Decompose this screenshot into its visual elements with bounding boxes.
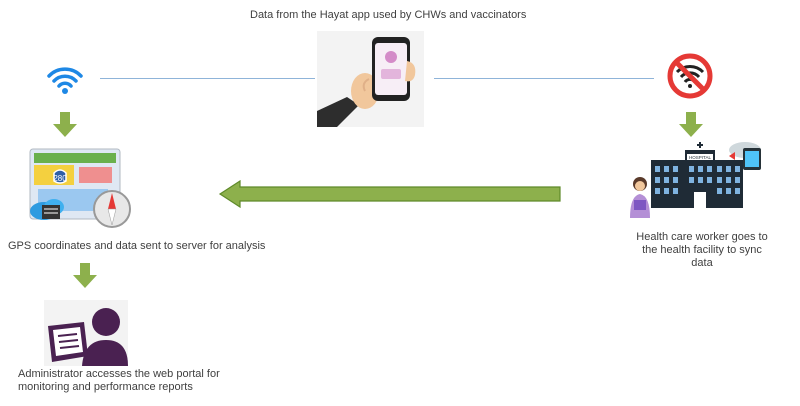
- map-sign-text: 280: [53, 174, 67, 183]
- left-arrow-sync: [218, 180, 561, 208]
- hcw-caption: Health care worker goes to the health fa…: [636, 231, 768, 269]
- wifi-icon: [47, 67, 83, 94]
- connector-line-left: [100, 78, 315, 79]
- administrator-icon: [44, 300, 128, 366]
- down-arrow-left-bottom: [73, 263, 97, 288]
- down-arrow-right: [679, 112, 703, 137]
- hospital-icon: HOSPITAL: [630, 142, 761, 218]
- gps-map-icon: 280: [29, 148, 131, 228]
- phone-in-hand-icon: [317, 31, 424, 127]
- connector-line-right: [434, 78, 654, 79]
- gps-caption: GPS coordinates and data sent to server …: [8, 240, 266, 252]
- down-arrow-left-top: [53, 112, 77, 137]
- no-wifi-icon: [667, 53, 713, 99]
- admin-caption: Administrator accesses the web portal fo…: [18, 368, 220, 393]
- hospital-sign-text: HOSPITAL: [689, 155, 711, 160]
- top-caption: Data from the Hayat app used by CHWs and…: [250, 9, 527, 21]
